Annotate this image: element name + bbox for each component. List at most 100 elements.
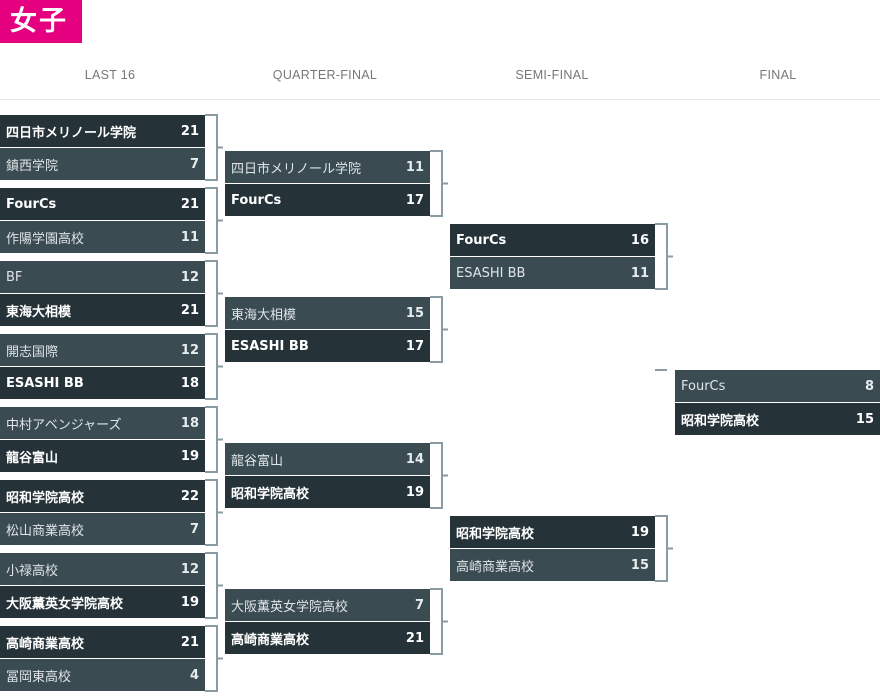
connector-line [430, 296, 443, 363]
team-row-quarterfinal[interactable]: 四日市メリノール学院 11 [225, 151, 430, 183]
team-row-last16[interactable]: 大阪薫英女学院高校 19 [0, 586, 205, 618]
team-score: 21 [180, 634, 199, 650]
connector-line [205, 406, 218, 473]
team-row-last16[interactable]: 小禄高校 12 [0, 553, 205, 585]
team-score: 21 [180, 123, 199, 139]
connector-line [205, 187, 218, 254]
team-score: 8 [864, 378, 874, 394]
team-score: 22 [180, 488, 199, 504]
team-score: 17 [405, 338, 424, 354]
team-name: FourCs [681, 378, 726, 394]
team-score: 18 [180, 415, 199, 431]
team-name: 東海大相模 [231, 307, 297, 323]
team-name: 龍谷富山 [231, 453, 284, 469]
connector-line [430, 150, 443, 217]
team-name: 高崎商業高校 [231, 632, 310, 648]
connector-line [205, 260, 218, 327]
team-row-last16[interactable]: FourCs 21 [0, 188, 205, 220]
team-row-semifinal[interactable]: 高崎商業高校 15 [450, 549, 655, 581]
team-row-quarterfinal[interactable]: FourCs 17 [225, 184, 430, 216]
team-score: 15 [855, 411, 874, 427]
connector-line [430, 588, 443, 655]
team-row-quarterfinal[interactable]: 昭和学院高校 19 [225, 476, 430, 508]
team-name: 昭和学院高校 [231, 486, 310, 502]
team-row-semifinal[interactable]: ESASHI BB 11 [450, 257, 655, 289]
team-score: 7 [189, 156, 199, 172]
team-row-last16[interactable]: 作陽学園高校 11 [0, 221, 205, 253]
team-name: 四日市メリノール学院 [6, 125, 137, 141]
team-score: 16 [630, 232, 649, 248]
team-row-quarterfinal[interactable]: 龍谷富山 14 [225, 443, 430, 475]
team-name: 冨岡東高校 [6, 669, 72, 685]
team-name: ESASHI BB [456, 265, 526, 281]
team-score: 15 [630, 557, 649, 573]
connector-line [655, 223, 668, 290]
team-name: 大阪薫英女学院高校 [6, 596, 124, 612]
connector-line [205, 479, 218, 546]
team-name: 松山商業高校 [6, 523, 85, 539]
team-name: 昭和学院高校 [681, 413, 760, 429]
team-score: 21 [405, 630, 424, 646]
team-name: 中村アベンジャーズ [6, 417, 122, 433]
team-name: 四日市メリノール学院 [231, 161, 362, 177]
team-row-last16[interactable]: 開志国際 12 [0, 334, 205, 366]
team-row-semifinal[interactable]: 昭和学院高校 19 [450, 516, 655, 548]
team-row-quarterfinal[interactable]: 高崎商業高校 21 [225, 622, 430, 654]
team-score: 7 [414, 597, 424, 613]
team-row-semifinal[interactable]: FourCs 16 [450, 224, 655, 256]
team-name: 東海大相模 [6, 304, 72, 320]
team-row-final[interactable]: FourCs 8 [675, 370, 880, 402]
team-name: 開志国際 [6, 344, 59, 360]
team-name: ESASHI BB [6, 375, 84, 391]
team-name: 大阪薫英女学院高校 [231, 599, 349, 615]
team-score: 14 [405, 451, 424, 467]
team-score: 18 [180, 375, 199, 391]
team-name: FourCs [231, 192, 282, 208]
team-row-last16[interactable]: 中村アベンジャーズ 18 [0, 407, 205, 439]
team-score: 12 [180, 561, 199, 577]
team-score: 4 [189, 667, 199, 683]
team-score: 19 [180, 594, 199, 610]
connector-line [430, 442, 443, 509]
round-header-final: FINAL [759, 68, 797, 82]
connector-line [205, 625, 218, 692]
team-score: 15 [405, 305, 424, 321]
team-row-last16[interactable]: 松山商業高校 7 [0, 513, 205, 545]
team-score: 19 [405, 484, 424, 500]
team-score: 11 [405, 159, 424, 175]
team-row-quarterfinal[interactable]: ESASHI BB 17 [225, 330, 430, 362]
team-name: 小禄高校 [6, 563, 59, 579]
connector-line [205, 114, 218, 181]
team-score: 21 [180, 196, 199, 212]
team-score: 19 [180, 448, 199, 464]
team-row-quarterfinal[interactable]: 大阪薫英女学院高校 7 [225, 589, 430, 621]
connector-line [205, 552, 218, 619]
team-score: 11 [180, 229, 199, 245]
round-header-quarterfinal: QUARTER-FINAL [272, 68, 378, 82]
round-header-last16: LAST 16 [84, 68, 136, 82]
team-name: FourCs [456, 232, 507, 248]
team-name: ESASHI BB [231, 338, 309, 354]
team-name: FourCs [6, 196, 57, 212]
team-score: 7 [189, 521, 199, 537]
team-row-final[interactable]: 昭和学院高校 15 [675, 403, 880, 435]
team-score: 19 [630, 524, 649, 540]
team-name: 昭和学院高校 [456, 526, 535, 542]
team-row-quarterfinal[interactable]: 東海大相模 15 [225, 297, 430, 329]
team-score: 11 [630, 265, 649, 281]
team-score: 12 [180, 342, 199, 358]
team-row-last16[interactable]: 冨岡東高校 4 [0, 659, 205, 691]
team-name: BF [6, 269, 23, 285]
team-score: 17 [405, 192, 424, 208]
team-name: 作陽学園高校 [6, 231, 85, 247]
team-name: 高崎商業高校 [456, 559, 535, 575]
team-row-last16[interactable]: 四日市メリノール学院 21 [0, 115, 205, 147]
team-row-last16[interactable]: ESASHI BB 18 [0, 367, 205, 399]
